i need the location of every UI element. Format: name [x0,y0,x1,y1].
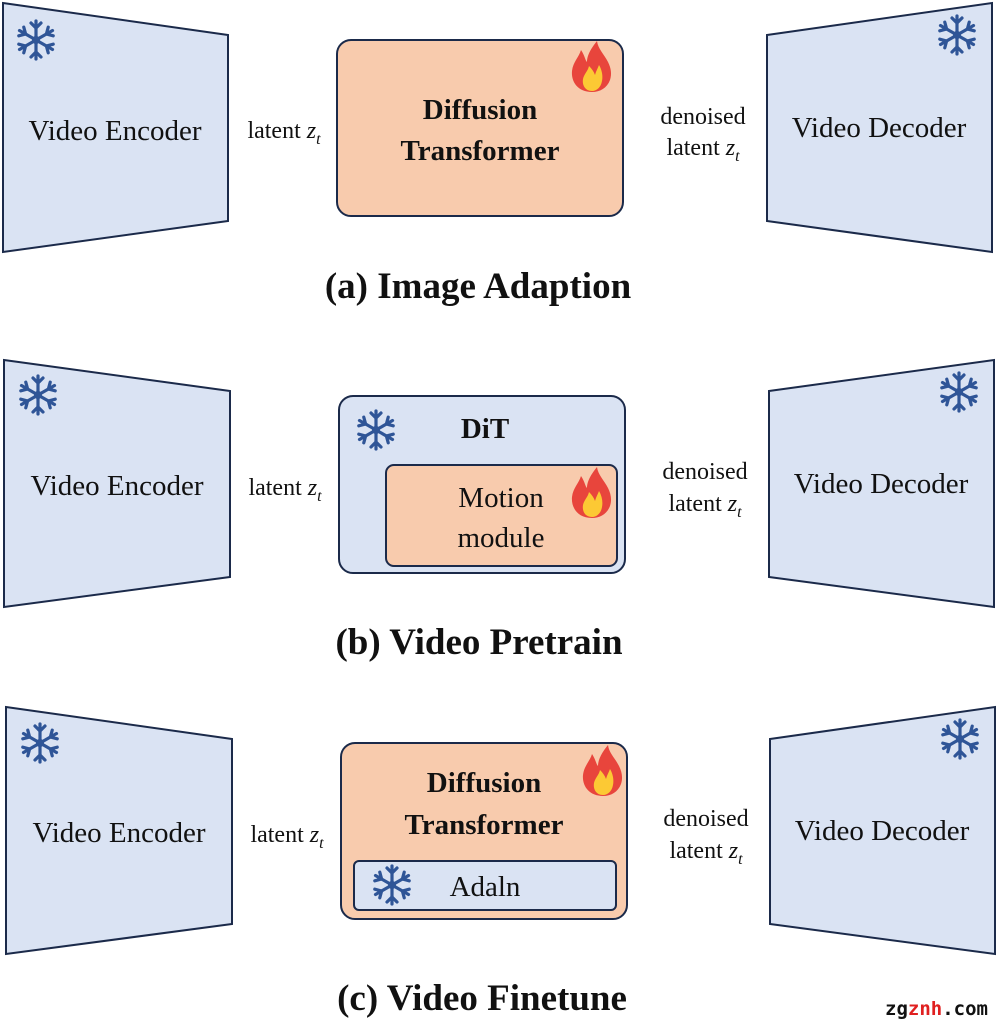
panel-video-finetune: Video Encoder latent zt Diffusion Transf… [5,705,996,1019]
video-encoder-block [1,1,229,254]
diffusion-transformer-label-line2: Transformer [401,135,560,167]
denoised-label-line1: denoised [662,459,747,485]
caption-video-pretrain: (b) Video Pretrain [335,622,622,663]
motion-module-label-line1: Motion [458,482,544,514]
latent-label: latent zt [247,118,321,148]
denoised-label-line1: denoised [660,104,745,130]
denoised-label-line2: latent zt [668,491,742,521]
adaln-label: Adaln [450,871,521,903]
video-decoder-label: Video Decoder [794,468,969,500]
diffusion-transformer-label-line2: Transformer [405,809,564,841]
latent-label: latent zt [248,475,322,505]
video-decoder-block [766,1,993,254]
diffusion-transformer-label-line1: Diffusion [427,767,541,799]
motion-module-label-line2: module [458,522,545,554]
video-decoder-block [768,358,995,609]
denoised-label-line2: latent zt [666,135,740,165]
video-encoder-block [5,705,233,956]
video-encoder-block [3,358,231,609]
adaln-block [353,860,617,911]
video-encoder-label: Video Encoder [29,115,202,147]
latent-label: latent zt [250,822,324,852]
video-encoder-label: Video Encoder [31,470,204,502]
panel-image-adaption: Video Encoder latent zt Diffusion Transf… [1,1,993,307]
caption-image-adaption: (a) Image Adaption [325,266,632,307]
watermark: zgznh.com [885,998,988,1020]
dit-label: DiT [461,413,509,445]
video-decoder-label: Video Decoder [795,815,970,847]
denoised-label-line1: denoised [663,806,748,832]
panel-video-pretrain: Video Encoder latent zt DiT Motion modul… [3,358,995,663]
denoised-label-line2: latent zt [669,838,743,868]
video-decoder-label: Video Decoder [792,112,967,144]
motion-module-block [385,464,618,567]
caption-video-finetune: (c) Video Finetune [337,978,627,1019]
video-decoder-block [769,705,996,956]
diffusion-transformer-label-line1: Diffusion [423,94,537,126]
video-encoder-label: Video Encoder [33,817,206,849]
diffusion-transformer-block [336,39,624,217]
